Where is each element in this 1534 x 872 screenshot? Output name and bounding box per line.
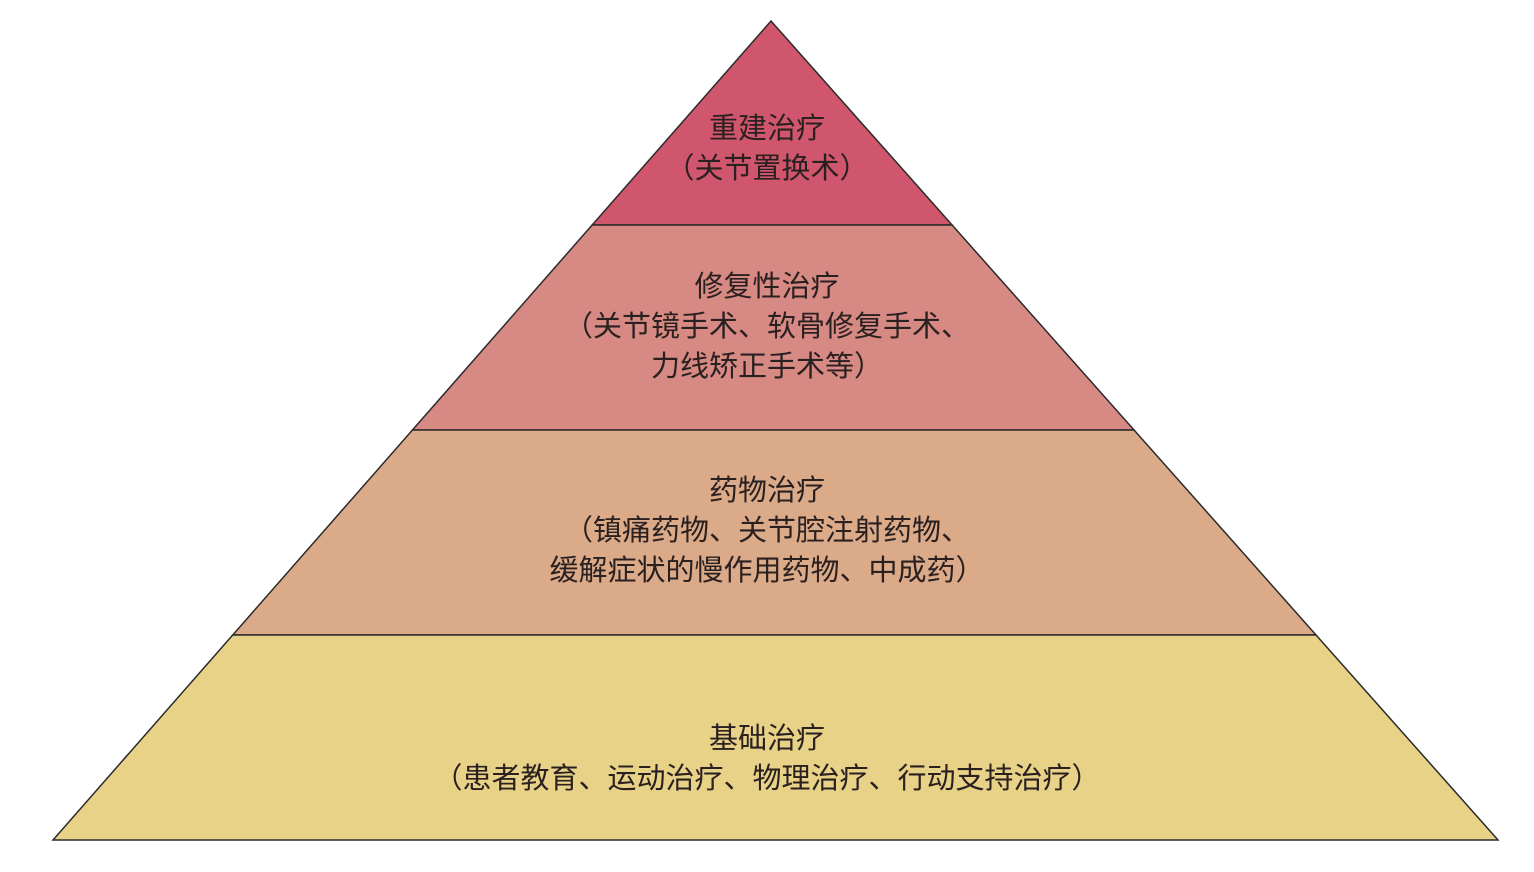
tier-detail: （镇痛药物、关节腔注射药物、 — [563, 513, 970, 547]
pyramid-tier-3 — [51, 634, 1500, 841]
tier-label-reconstruction: 重建治疗 （关节置换术） — [0, 108, 1534, 188]
tier-detail: 力线矫正手术等） — [650, 349, 883, 383]
tier-label-medication: 药物治疗 （镇痛药物、关节腔注射药物、 缓解症状的慢作用药物、中成药） — [0, 470, 1534, 590]
tier-detail: （关节镜手术、软骨修复手术、 — [563, 309, 970, 343]
tier-label-basic: 基础治疗 （患者教育、运动治疗、物理治疗、行动支持治疗） — [0, 718, 1534, 798]
tier-title: 药物治疗 — [708, 473, 825, 507]
tier-detail: （关节置换术） — [665, 151, 869, 185]
tier-label-repair: 修复性治疗 （关节镜手术、软骨修复手术、 力线矫正手术等） — [0, 266, 1534, 386]
tier-detail: 缓解症状的慢作用药物、中成药） — [549, 553, 985, 587]
tier-detail: （患者教育、运动治疗、物理治疗、行动支持治疗） — [433, 761, 1101, 795]
tier-title: 基础治疗 — [708, 721, 825, 755]
tier-title: 修复性治疗 — [694, 269, 840, 303]
tier-title: 重建治疗 — [708, 111, 825, 145]
